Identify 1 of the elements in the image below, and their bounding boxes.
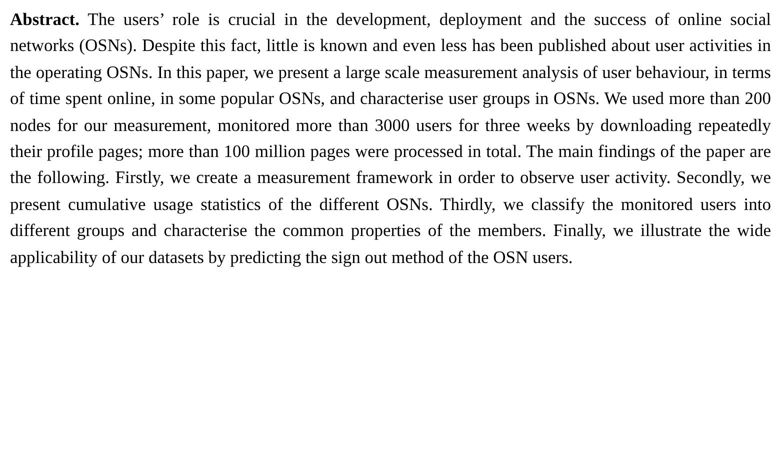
abstract-paragraph: Abstract. The users’ role is crucial in the development, deployment and the success of online social networks (OSNs). Despite this fact, little is known and even less has been published about user activities in the operating OSNs. In this paper, we present a large scale measurement analysis of user behaviour, in terms of time spent online, in some popular OSNs, and characterise user groups in OSNs. We used more than 200 nodes for our measurement, monitored more than 3000 users for three weeks by downloading repeatedly their profile pages; more than 100 million pages were processed in total. The main findings of the paper are the following. Firstly, we create a measurement framework in order to observe user activity. Secondly, we present cumulative usage statistics of the different OSNs. Thirdly, we classify the monitored users into different groups and characterise the common properties of the members. Finally, we illustrate the wide applicability of our datasets by predicting the sign out method of the OSN users. [10, 8, 771, 269]
